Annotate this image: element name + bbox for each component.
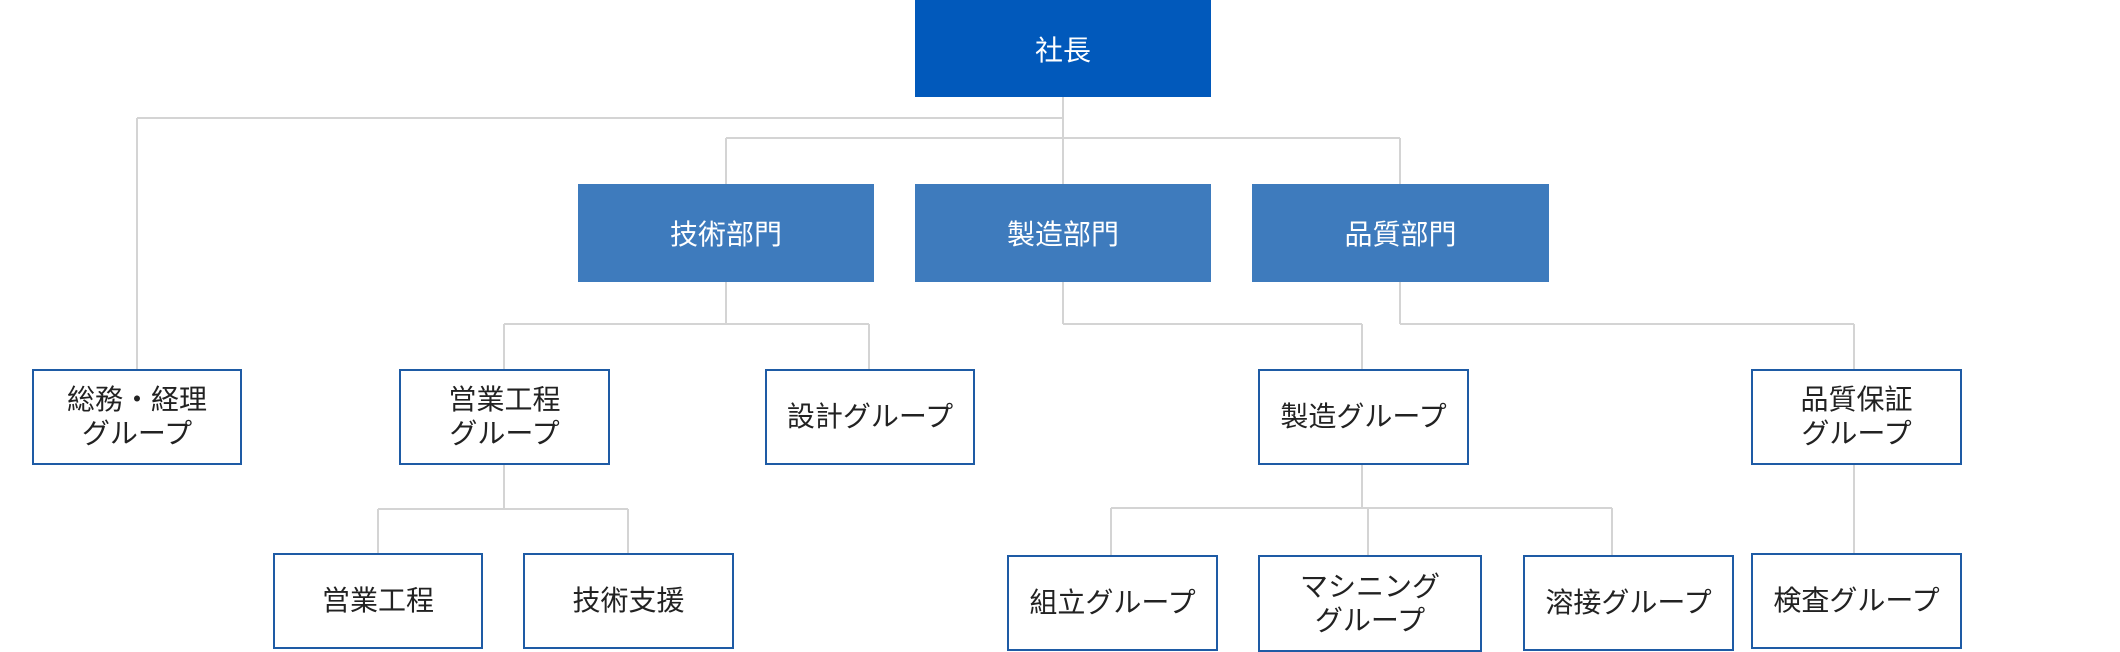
node-quality-assurance-group: 品質保証 グループ (1751, 369, 1962, 465)
node-label-line: 技術支援 (572, 584, 685, 617)
node-label-line: 組立グループ (1029, 586, 1196, 619)
node-inspection-group: 検査グループ (1751, 553, 1962, 649)
node-label-line: グループ (1801, 417, 1912, 450)
node-label-line: グループ (449, 417, 560, 450)
node-label-line: グループ (81, 417, 193, 450)
node-quality-department: 品質部門 (1252, 184, 1549, 282)
node-label-line: 営業工程 (321, 584, 434, 617)
node-label-line: 品質保証 (1800, 383, 1913, 416)
node-machining-group: マシニング グループ (1258, 555, 1482, 652)
node-label-line: 設計グループ (786, 400, 954, 433)
node-general-affairs-group: 総務・経理 グループ (32, 369, 242, 465)
node-label-line: 検査グループ (1773, 584, 1940, 617)
node-manufacturing-group: 製造グループ (1258, 369, 1469, 465)
node-label: 社長 (1034, 33, 1091, 67)
node-manufacturing-department: 製造部門 (915, 184, 1211, 282)
node-assembly-group: 組立グループ (1007, 555, 1218, 651)
node-label-line: マシニング (1299, 569, 1440, 603)
node-tech-support-team: 技術支援 (523, 553, 734, 649)
node-label-line: 営業工程 (448, 383, 561, 416)
node-label: 製造部門 (1006, 218, 1119, 251)
node-engineering-department: 技術部門 (578, 184, 874, 282)
node-label-line: グループ (1314, 603, 1426, 637)
node-label-line: 溶接グループ (1545, 586, 1712, 619)
node-label: 技術部門 (669, 218, 782, 251)
node-president: 社長 (915, 0, 1211, 97)
node-welding-group: 溶接グループ (1523, 555, 1734, 651)
node-sales-process-team: 営業工程 (273, 553, 483, 649)
node-label: 品質部門 (1344, 218, 1457, 251)
node-label-line: 総務・経理 (66, 383, 207, 416)
node-sales-engineering-group: 営業工程 グループ (399, 369, 610, 465)
node-label-line: 製造グループ (1280, 400, 1447, 433)
node-design-group: 設計グループ (765, 369, 975, 465)
